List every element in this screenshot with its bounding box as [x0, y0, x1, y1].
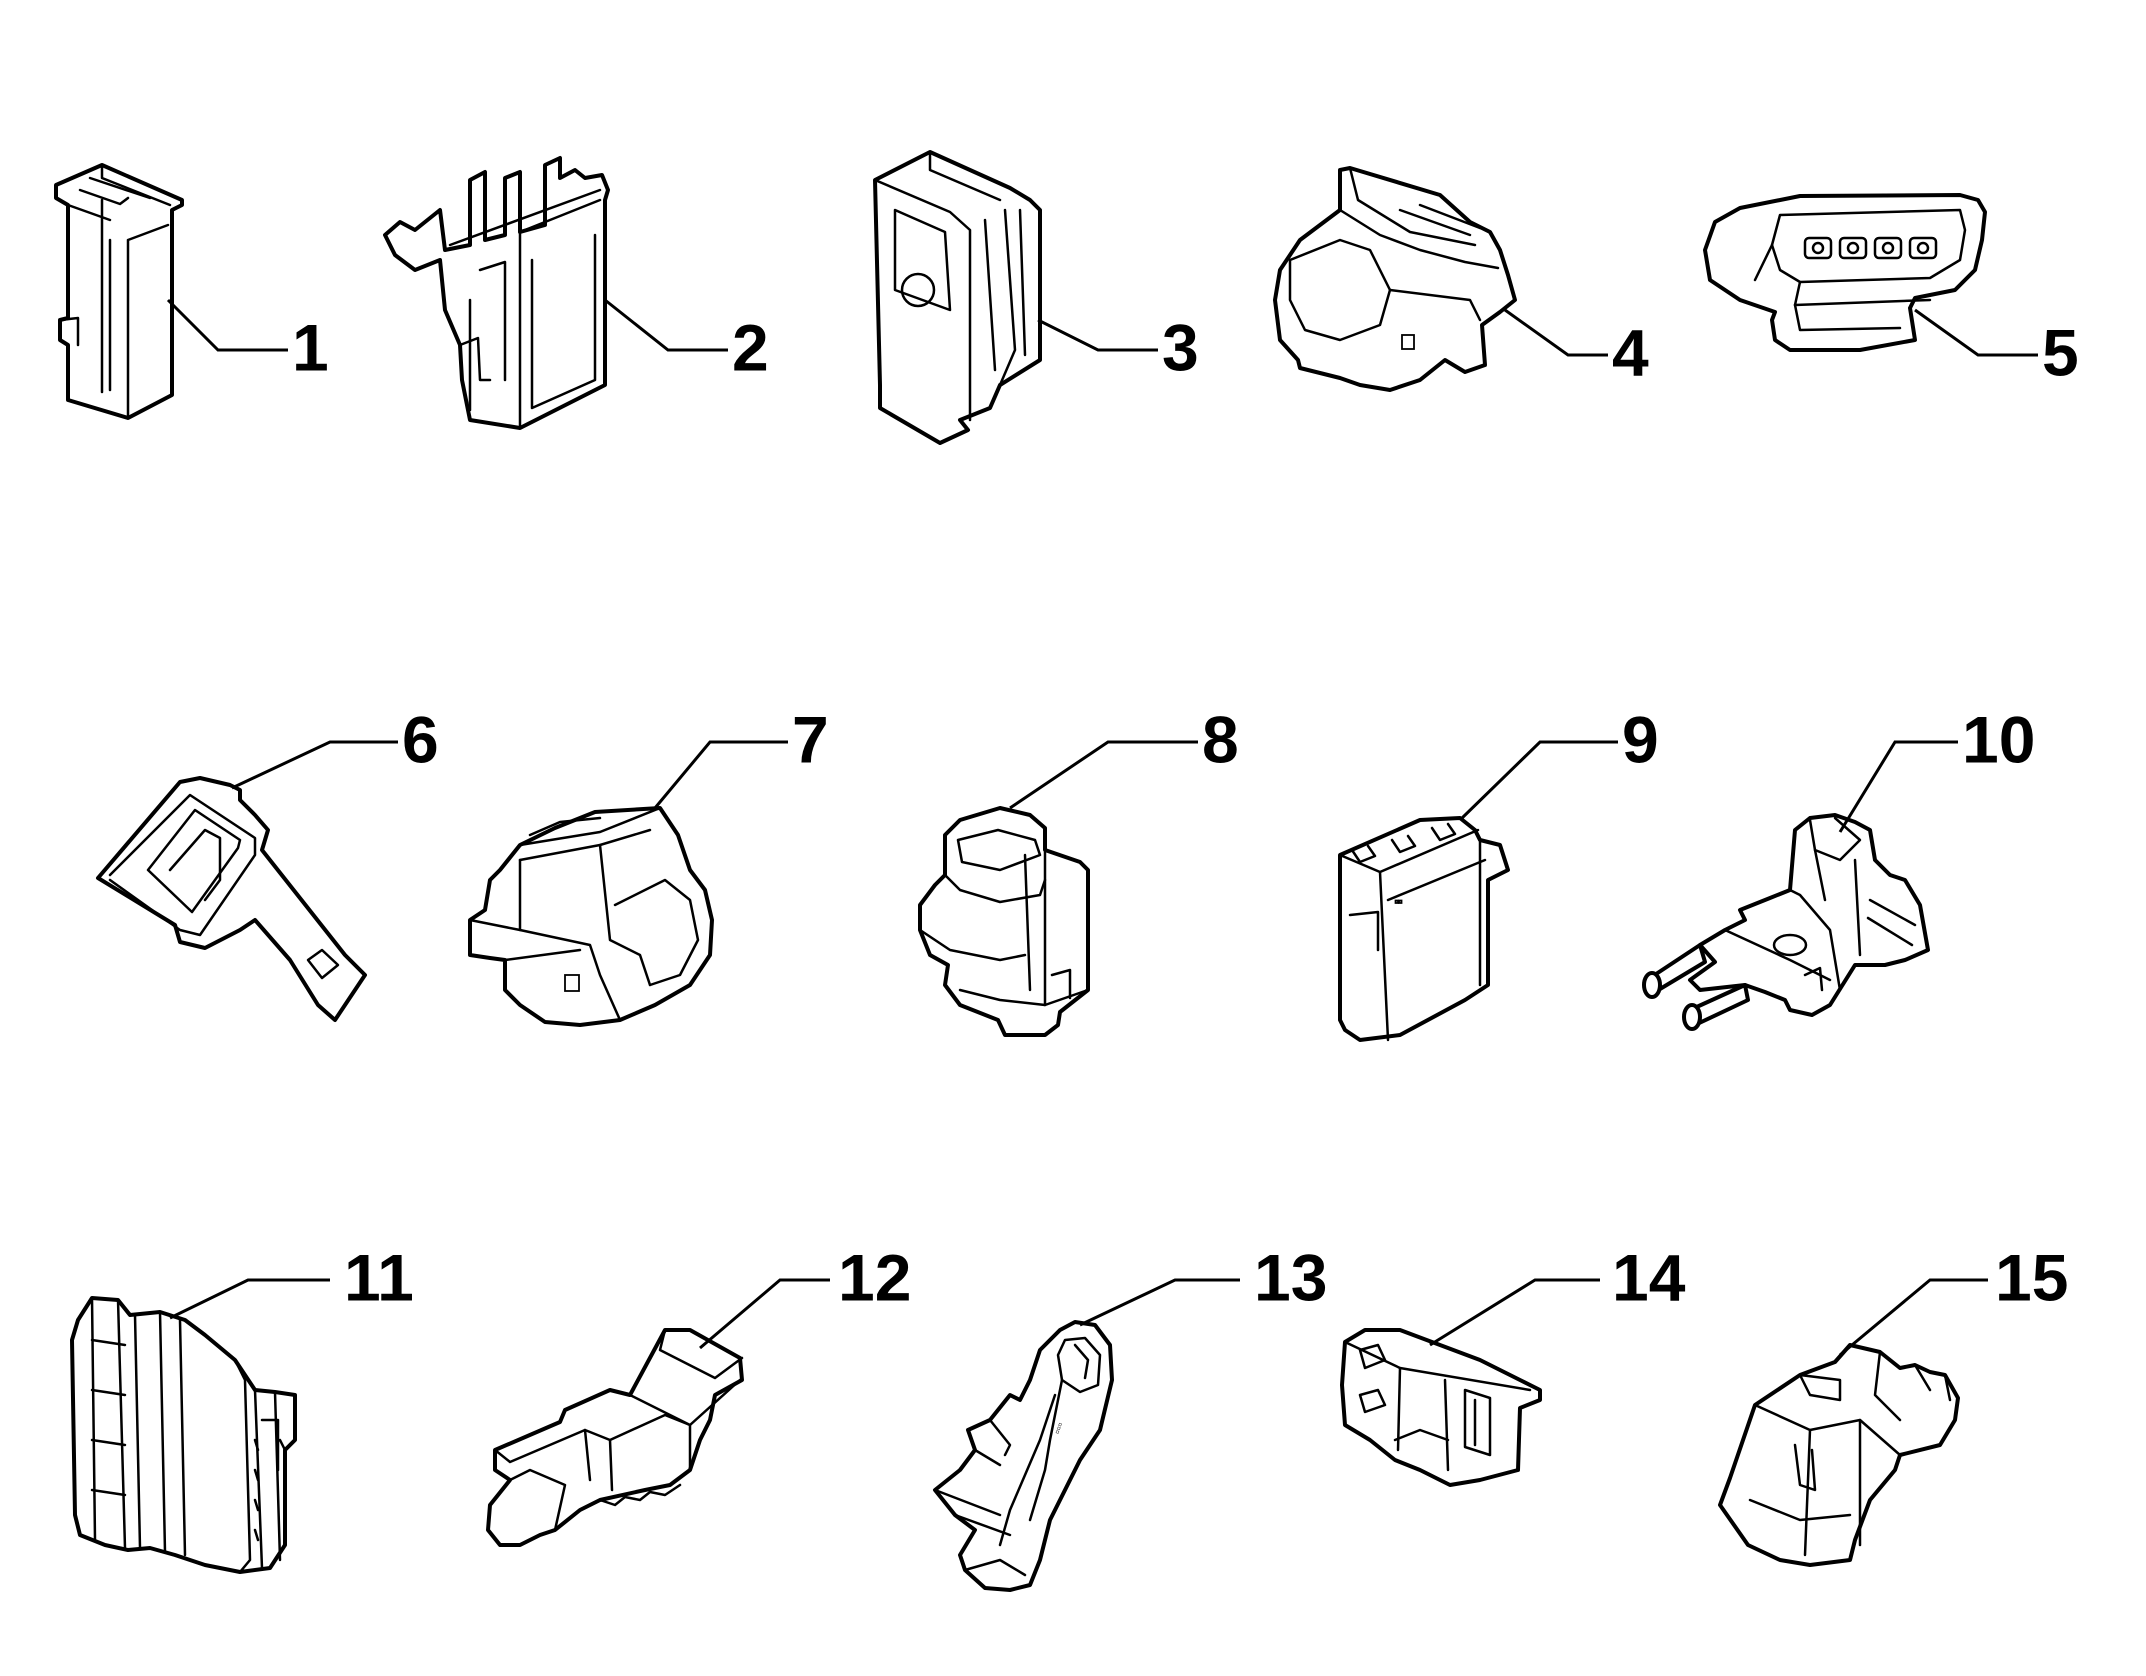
callout-2: 2	[732, 310, 769, 384]
leader-line-15	[1839, 1278, 1988, 1357]
leader-line-1	[166, 298, 288, 352]
callout-15: 15	[1995, 1240, 2068, 1314]
svg-text:3: 3	[1162, 310, 1199, 384]
part-marking: ▫▫▫	[1052, 1421, 1067, 1436]
svg-text:13: 13	[1254, 1240, 1327, 1314]
callout-10: 10	[1962, 702, 2035, 776]
part-15-angled-connector[interactable]	[1718, 1278, 1988, 1567]
leader-line-13	[1079, 1278, 1240, 1327]
leader-line-14	[1429, 1278, 1600, 1347]
svg-text:14: 14	[1612, 1240, 1686, 1314]
svg-text:9: 9	[1622, 702, 1659, 776]
part-14-flat-housing[interactable]	[1340, 1278, 1600, 1487]
part-12-inline-connector[interactable]	[486, 1278, 830, 1547]
part-2-bracket-connector[interactable]	[383, 156, 728, 430]
leader-line-5	[1914, 308, 2038, 357]
callout-3: 3	[1162, 310, 1199, 384]
leader-line-12	[699, 1278, 830, 1350]
svg-text:8: 8	[1202, 702, 1239, 776]
svg-text:5: 5	[2042, 315, 2079, 389]
svg-text:12: 12	[838, 1240, 911, 1314]
svg-text:11: 11	[344, 1240, 414, 1314]
pin-row	[1803, 236, 1938, 260]
part-13-tubular-connector[interactable]: ▫▫▫	[933, 1278, 1240, 1592]
svg-text:▪▪: ▪▪	[1395, 897, 1403, 908]
callout-8: 8	[1202, 702, 1239, 776]
leader-line-4	[1504, 308, 1608, 357]
part-4-connector-plug[interactable]	[1273, 166, 1608, 392]
leader-line-2	[604, 298, 728, 352]
callout-9: 9	[1622, 702, 1659, 776]
svg-text:10: 10	[1962, 702, 2035, 776]
svg-text:15: 15	[1995, 1240, 2068, 1314]
callout-14: 14	[1612, 1240, 1686, 1314]
callout-12: 12	[838, 1240, 911, 1314]
part-8-round-connector[interactable]	[918, 740, 1198, 1037]
leader-line-3	[1037, 318, 1158, 352]
callout-6: 6	[402, 702, 439, 776]
part-5-oval-connector[interactable]	[1703, 193, 2038, 357]
part-6-flat-connector[interactable]	[96, 740, 398, 1022]
svg-text:2: 2	[732, 310, 769, 384]
part-7-connector-plug[interactable]	[468, 740, 788, 1027]
leader-line-10	[1838, 740, 1958, 833]
part-9-rectangular-connector[interactable]: ▪▪	[1338, 740, 1618, 1042]
callout-7: 7	[792, 702, 829, 776]
leader-line-6	[231, 740, 398, 790]
part-10-connector-with-tubes[interactable]	[1642, 740, 1958, 1031]
leader-line-11	[169, 1278, 330, 1320]
callout-13: 13	[1254, 1240, 1327, 1314]
callout-1: 1	[292, 310, 329, 384]
part-11-sealed-connector[interactable]	[70, 1278, 330, 1574]
part-1-connector[interactable]	[54, 163, 288, 420]
svg-text:1: 1	[292, 310, 329, 384]
svg-text:7: 7	[792, 702, 829, 776]
callout-4: 4	[1612, 315, 1649, 389]
callout-11: 11	[344, 1240, 414, 1314]
callout-5: 5	[2042, 315, 2079, 389]
leader-line-8	[1009, 740, 1198, 810]
svg-text:4: 4	[1612, 315, 1649, 389]
leader-line-7	[653, 740, 788, 809]
part-3-connector-housing[interactable]	[873, 150, 1158, 445]
svg-text:6: 6	[402, 702, 439, 776]
leader-line-9	[1458, 740, 1618, 822]
